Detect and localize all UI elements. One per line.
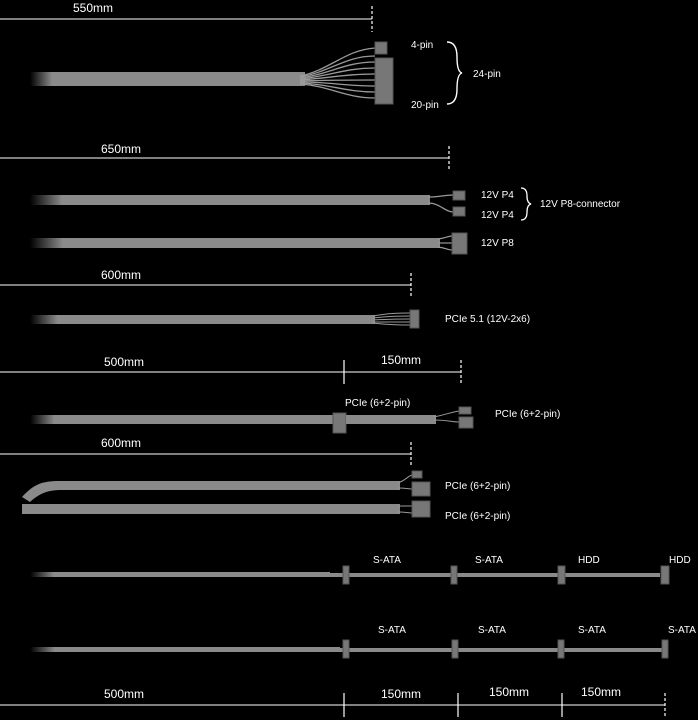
connector-hdd [557, 565, 566, 585]
dimension-label-150: 150mm [581, 685, 621, 699]
cable-24pin: 550mm 4-pin 20-pin 24-pin [0, 1, 501, 111]
cable-fanout-wires [437, 235, 453, 251]
cable-dual-pcie: 600mm PCIe (6+2-pin) PCIe (6+2-pin) [0, 436, 510, 522]
label-p8-connector: 12V P8-connector [540, 199, 621, 210]
label-p4-a: 12V P4 [481, 190, 514, 201]
connector-12v-2x6 [409, 309, 420, 329]
connector-pcie-6pin [411, 481, 431, 497]
connector-sata [451, 639, 459, 659]
label-hdd: HDD [578, 555, 600, 566]
connector-sata [450, 565, 458, 585]
cable-sleeve [346, 415, 436, 424]
cable-sleeve [30, 415, 333, 424]
cable-sleeve [30, 238, 440, 248]
bottom-dimensions: 500mm 150mm 150mm 150mm [0, 685, 666, 717]
label-p8: 12V P8 [481, 238, 514, 249]
cable-sata-hdd: S-ATA S-ATA HDD HDD [30, 555, 691, 585]
cable-sleeve [30, 195, 430, 205]
label-hdd: HDD [669, 555, 691, 566]
cable-sleeve [30, 315, 375, 324]
cable-sleeve [340, 648, 450, 652]
connector-sata [342, 639, 350, 659]
cable-sleeve [30, 647, 340, 652]
cable-fanout-wires [433, 410, 460, 423]
cable-sleeve [22, 504, 400, 514]
connector-p4 [452, 206, 466, 217]
dimension-label-600: 600mm [101, 436, 141, 450]
connector-p4 [452, 190, 466, 201]
label-sata: S-ATA [475, 555, 503, 566]
label-20pin: 20-pin [411, 100, 439, 111]
connector-pcie-mid [332, 412, 347, 434]
cable-fanout-wires [372, 312, 411, 326]
label-sata: S-ATA [478, 625, 506, 636]
label-pcie5: PCIe 5.1 (12V-2x6) [445, 314, 530, 325]
connector-4pin [374, 41, 388, 55]
label-pcie-mid: PCIe (6+2-pin) [345, 398, 410, 409]
connector-sata [342, 565, 350, 585]
dimension-label-500: 500mm [104, 687, 144, 701]
cable-sleeve [30, 572, 330, 577]
cable-pcie5: 600mm PCIe 5.1 (12V-2x6) [0, 268, 530, 329]
connector-pcie-2pin [458, 406, 472, 415]
label-pcie-end: PCIe (6+2-pin) [495, 409, 560, 420]
label-pcie-b: PCIe (6+2-pin) [445, 511, 510, 522]
connector-hdd [660, 565, 670, 585]
cable-sleeve [450, 573, 560, 577]
connector-sata [661, 639, 669, 659]
dimension-label-150: 150mm [381, 353, 421, 367]
label-sata: S-ATA [378, 625, 406, 636]
connector-pcie-2pin [411, 470, 423, 479]
cable-sleeve [560, 648, 665, 652]
cable-fanout-wires [299, 47, 376, 99]
dimension-label-150: 150mm [381, 687, 421, 701]
cable-sata: S-ATA S-ATA S-ATA S-ATA [30, 625, 696, 659]
dimension-label-650: 650mm [101, 142, 141, 156]
dimension-label-550: 550mm [73, 1, 113, 15]
cable-sleeve [330, 573, 450, 577]
label-pcie-a: PCIe (6+2-pin) [445, 481, 510, 492]
cable-sleeve [30, 72, 305, 86]
dimension-label-500: 500mm [104, 355, 144, 369]
label-24pin: 24-pin [473, 69, 501, 80]
label-sata: S-ATA [373, 555, 401, 566]
brace-icon [446, 41, 463, 105]
dimension-label-150: 150mm [489, 685, 529, 699]
connector-p8 [451, 232, 468, 255]
cable-fanout-wires [397, 474, 413, 514]
cable-sleeve [450, 648, 560, 652]
cable-sleeve [22, 481, 400, 502]
cable-pcie-daisy: 500mm 150mm PCIe (6+2-pin) PCIe (6+2-pin… [0, 353, 560, 434]
label-sata: S-ATA [668, 625, 696, 636]
connector-20pin [374, 57, 394, 105]
label-4pin: 4-pin [411, 40, 433, 51]
connector-pcie-6pin [458, 416, 474, 429]
dimension-label-600: 600mm [101, 268, 141, 282]
cable-sleeve [560, 573, 660, 577]
brace-icon [520, 187, 532, 221]
cable-fanout-wires [427, 194, 454, 213]
connector-sata [557, 639, 565, 659]
connector-pcie-6pin [411, 500, 431, 518]
label-sata: S-ATA [578, 625, 606, 636]
cable-cpu: 650mm 12V P4 12V P4 12V P8-connector 12V… [0, 142, 621, 255]
label-p4-b: 12V P4 [481, 210, 514, 221]
